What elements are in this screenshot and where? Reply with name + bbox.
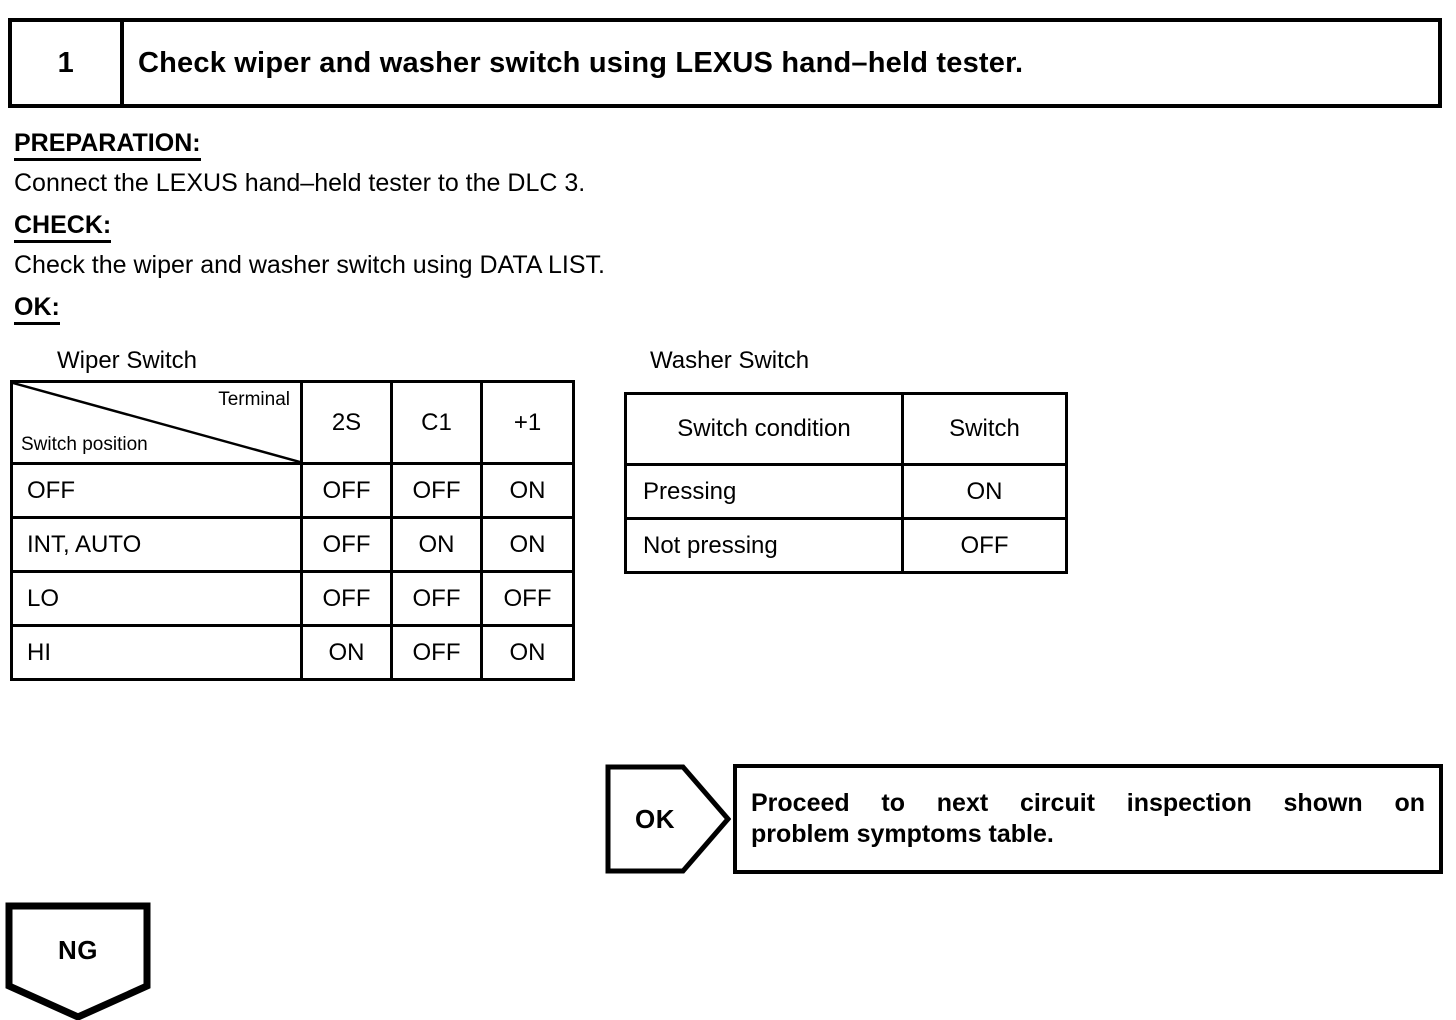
wiper-cell-lo-2s: OFF — [300, 570, 393, 627]
wiper-row-label-lo: LO — [10, 570, 303, 627]
ok-label: OK: — [14, 292, 60, 325]
washer-column-header-switch: Switch — [901, 392, 1068, 466]
preparation-label: PREPARATION: — [14, 128, 201, 161]
ok-result-text: Proceed to next circuit inspection shown… — [737, 788, 1439, 850]
wiper-cell-int-plus1: ON — [480, 516, 575, 573]
ng-flow-tag: NG — [5, 902, 151, 1020]
wiper-cell-off-2s: OFF — [300, 462, 393, 519]
wiper-cell-hi-2s: ON — [300, 624, 393, 681]
ok-flow-tag: OK — [605, 764, 731, 874]
table-row: LO OFF OFF OFF — [10, 570, 575, 627]
wiper-row-label-off: OFF — [10, 462, 303, 519]
wiper-cell-lo-c1: OFF — [390, 570, 483, 627]
wiper-switch-table: Terminal Switch position 2S C1 +1 OFF OF… — [10, 380, 575, 681]
table-header-row: Switch condition Switch — [624, 392, 1068, 466]
washer-cell-not-pressing-switch: OFF — [901, 517, 1068, 574]
check-label: CHECK: — [14, 210, 112, 243]
washer-column-header-condition: Switch condition — [624, 392, 904, 466]
table-header-row: Terminal Switch position 2S C1 +1 — [10, 380, 575, 465]
preparation-text: Connect the LEXUS hand–held tester to th… — [14, 169, 586, 197]
wiper-cell-hi-plus1: ON — [480, 624, 575, 681]
wiper-column-header-c1: C1 — [390, 380, 483, 465]
step-header-box: 1 Check wiper and washer switch using LE… — [8, 18, 1442, 108]
wiper-cell-int-2s: OFF — [300, 516, 393, 573]
wiper-cell-lo-plus1: OFF — [480, 570, 575, 627]
table-row: OFF OFF OFF ON — [10, 462, 575, 519]
wiper-header-terminal-label: Terminal — [218, 389, 290, 410]
washer-row-label-not-pressing: Not pressing — [624, 517, 904, 574]
ok-result-text-line1: Proceed to next circuit inspection shown… — [751, 789, 1425, 817]
wiper-header-diagonal-cell: Terminal Switch position — [10, 380, 303, 465]
wiper-cell-hi-c1: OFF — [390, 624, 483, 681]
table-row: INT, AUTO OFF ON ON — [10, 516, 575, 573]
diagonal-divider-icon — [13, 383, 300, 462]
washer-cell-pressing-switch: ON — [901, 463, 1068, 520]
ok-result-box: Proceed to next circuit inspection shown… — [733, 764, 1443, 874]
arrow-right-pentagon-icon — [605, 764, 731, 874]
wiper-cell-off-plus1: ON — [480, 462, 575, 519]
ok-flow-tag-label: OK — [635, 803, 675, 834]
wiper-table-caption: Wiper Switch — [57, 347, 198, 374]
washer-table-caption: Washer Switch — [650, 347, 810, 374]
wiper-column-header-2s: 2S — [300, 380, 393, 465]
arrow-down-pentagon-icon — [5, 902, 151, 1020]
ok-result-text-line2: problem symptoms table. — [751, 820, 1054, 848]
check-text: Check the wiper and washer switch using … — [14, 251, 606, 279]
step-title: Check wiper and washer switch using LEXU… — [138, 46, 1024, 79]
wiper-header-switch-position-label: Switch position — [21, 434, 148, 455]
wiper-cell-int-c1: ON — [390, 516, 483, 573]
wiper-row-label-hi: HI — [10, 624, 303, 681]
table-row: Not pressing OFF — [624, 517, 1068, 574]
washer-switch-table: Switch condition Switch Pressing ON Not … — [624, 392, 1068, 574]
wiper-row-label-int-auto: INT, AUTO — [10, 516, 303, 573]
wiper-column-header-plus1: +1 — [480, 380, 575, 465]
table-row: HI ON OFF ON — [10, 624, 575, 681]
step-number: 1 — [12, 22, 124, 104]
wiper-cell-off-c1: OFF — [390, 462, 483, 519]
table-row: Pressing ON — [624, 463, 1068, 520]
ng-flow-tag-label: NG — [58, 934, 98, 965]
washer-row-label-pressing: Pressing — [624, 463, 904, 520]
